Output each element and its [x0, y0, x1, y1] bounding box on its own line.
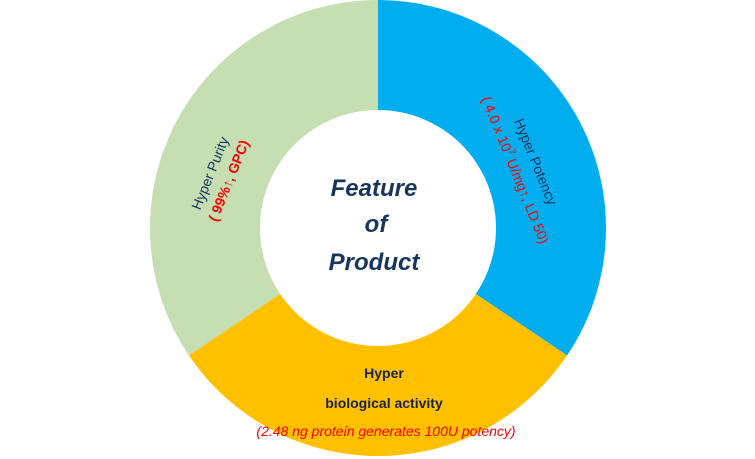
- segment-hyper-purity: [150, 0, 378, 356]
- activity-title-line-1: Hyper: [364, 365, 404, 381]
- activity-detail: (2.48 ng protein generates 100U potency): [256, 423, 515, 439]
- activity-title-line-2: biological activity: [325, 395, 443, 411]
- center-title: Feature of Product: [329, 175, 421, 276]
- center-title-line-3: Product: [329, 249, 421, 276]
- segment-hyper-potency: [378, 0, 607, 356]
- center-title-line-2: of: [365, 211, 390, 238]
- center-title-line-1: Feature: [331, 175, 418, 202]
- activity-label: Hyper biological activity (2.48 ng prote…: [256, 365, 515, 439]
- center-circle: [260, 110, 496, 346]
- potency-detail-exponent: 7: [507, 148, 518, 156]
